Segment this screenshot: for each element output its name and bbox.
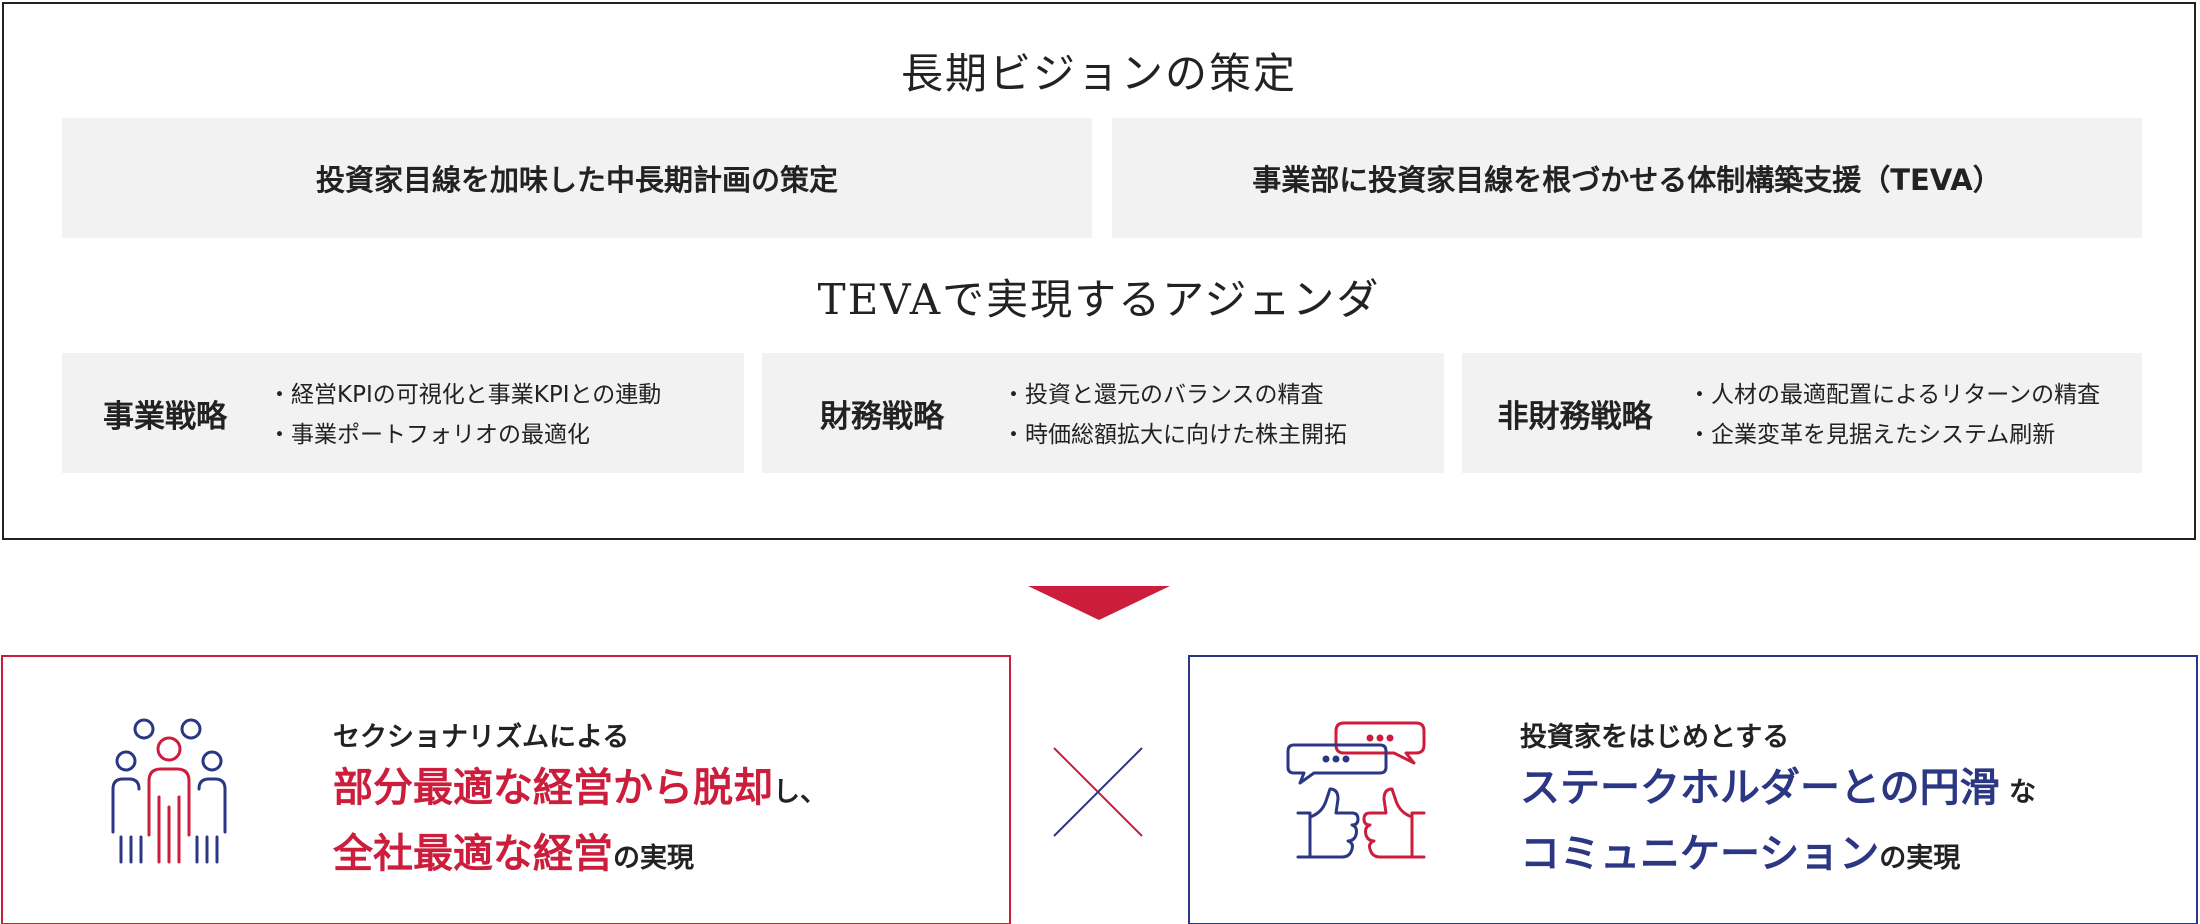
result-box-optimal-management: セクショナリズムによる 部分最適な経営から脱却し、 全社最適な経営の実現 [1,655,1011,924]
result-text-block: セクショナリズムによる 部分最適な経営から脱却し、 全社最適な経営の実現 [333,717,993,891]
agenda-title: 事業戦略 [103,398,227,435]
teva-agenda-heading: TEVAで実現するアジェンダ [817,275,1381,324]
result-line-2: コミュニケーションの実現 [1520,825,2180,891]
agenda-title: 非財務戦略 [1497,398,1653,435]
agenda-item: 事業ポートフォリオの最適化 [268,415,661,455]
team-people-icon [111,718,227,864]
agenda-item: 企業変革を見据えたシステム刷新 [1688,415,2100,455]
result-line-2: 全社最適な経営の実現 [333,825,993,891]
agenda-item: 経営KPIの可視化と事業KPIとの連動 [268,375,661,415]
long-term-vision-heading: 長期ビジョンの策定 [900,49,1297,98]
agenda-list: 人材の最適配置によるリターンの精査 企業変革を見据えたシステム刷新 [1688,375,2100,455]
result-text-block: 投資家をはじめとする ステークホルダーとの円滑 な コミュニケーションの実現 [1520,717,2180,891]
agenda-box-business-strategy: 事業戦略 経営KPIの可視化と事業KPIとの連動 事業ポートフォリオの最適化 [62,353,744,473]
result-tail-text: の実現 [613,843,694,874]
top-section-frame: 長期ビジョンの策定 投資家目線を加味した中長期計画の策定 事業部に投資家目線を根… [2,2,2196,540]
down-arrow-icon [1028,586,1170,620]
result-emphasis-text: コミュニケーション [1520,831,1880,877]
plan-box-midterm: 投資家目線を加味した中長期計画の策定 [62,118,1092,238]
result-tail-text: し、 [773,777,827,808]
result-box-stakeholder-communication: 投資家をはじめとする ステークホルダーとの円滑 な コミュニケーションの実現 [1188,655,2198,924]
result-lead-text: セクショナリズムによる [333,722,630,753]
agenda-list: 投資と還元のバランスの精査 時価総額拡大に向けた株主開拓 [1002,375,1347,455]
multiply-cross-icon [1053,747,1143,837]
agenda-title: 財務戦略 [820,398,944,435]
chat-thumbs-up-icon [1286,721,1426,859]
result-lead-text: 投資家をはじめとする [1520,722,1790,753]
result-emphasis-text: ステークホルダーとの円滑 [1520,765,2000,811]
result-tail-text: の実現 [1879,843,1961,874]
result-line-1: ステークホルダーとの円滑 な [1520,759,2180,825]
agenda-box-financial-strategy: 財務戦略 投資と還元のバランスの精査 時価総額拡大に向けた株主開拓 [762,353,1444,473]
agenda-item: 投資と還元のバランスの精査 [1002,375,1347,415]
agenda-list: 経営KPIの可視化と事業KPIとの連動 事業ポートフォリオの最適化 [268,375,661,455]
agenda-item: 人材の最適配置によるリターンの精査 [1688,375,2100,415]
result-emphasis-text: 部分最適な経営から脱却 [333,765,773,811]
agenda-item: 時価総額拡大に向けた株主開拓 [1002,415,1347,455]
result-emphasis-text: 全社最適な経営 [333,831,613,877]
result-line-1: 部分最適な経営から脱却し、 [333,759,993,825]
result-tail-text: な [1999,777,2037,808]
plan-box-teva-support: 事業部に投資家目線を根づかせる体制構築支援（TEVA） [1112,118,2142,238]
agenda-box-nonfinancial-strategy: 非財務戦略 人材の最適配置によるリターンの精査 企業変革を見据えたシステム刷新 [1462,353,2142,473]
